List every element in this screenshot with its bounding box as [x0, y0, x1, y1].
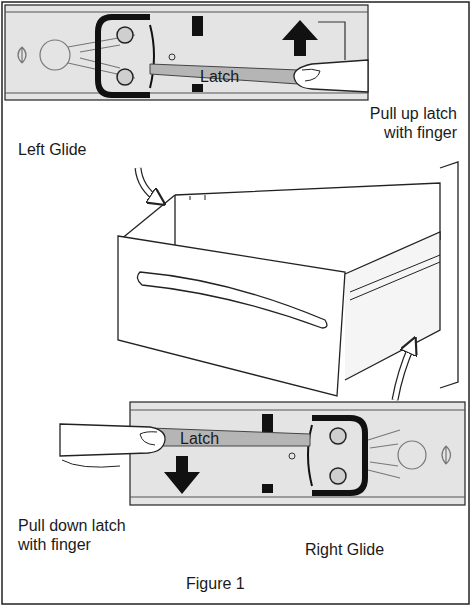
glide-outline	[40, 40, 70, 70]
latch-bar	[150, 428, 310, 446]
rivet	[330, 428, 346, 444]
glide-rail	[350, 255, 440, 300]
detail-panel	[5, 5, 368, 100]
rail-line	[130, 410, 465, 411]
rail-line	[5, 12, 368, 13]
instruction-note: Pull down latch with finger	[18, 516, 148, 554]
screw-hole	[169, 54, 175, 60]
left-glide-detail	[5, 5, 368, 100]
slot	[262, 484, 273, 493]
rail-line	[130, 497, 465, 498]
fingernail	[140, 432, 157, 445]
part-label: Left Glide	[18, 140, 86, 159]
rivet	[330, 468, 346, 484]
detail-panel	[130, 402, 465, 505]
pointer-arrow	[395, 345, 412, 400]
pointer-arrow	[138, 168, 158, 200]
finger	[294, 60, 368, 92]
glide-clip	[98, 17, 150, 95]
instruction-note: Pull up latch with finger	[345, 104, 457, 142]
glide-clip	[150, 25, 154, 88]
finger	[60, 424, 165, 456]
rail-line	[5, 93, 368, 94]
drawer-front	[118, 236, 345, 396]
right-glide-detail	[60, 402, 465, 505]
drawer-side	[345, 232, 440, 380]
finger	[62, 460, 120, 467]
rail-bracket	[318, 22, 345, 60]
rivet	[117, 27, 133, 43]
drawer-box	[175, 183, 440, 240]
pointer-arrow	[395, 345, 412, 400]
direction-arrow	[282, 20, 318, 56]
slot	[192, 16, 203, 36]
fingernail	[302, 69, 320, 81]
cabinet-frame	[440, 162, 458, 388]
part-label: Latch	[180, 429, 219, 448]
figure-caption: Figure 1	[186, 574, 245, 593]
part-label: Latch	[200, 67, 239, 86]
slot	[192, 84, 203, 92]
slot	[262, 414, 273, 434]
glide-clip	[312, 418, 365, 493]
glide-outline	[18, 47, 26, 63]
screw-hole	[289, 453, 295, 459]
drawer-box	[190, 195, 205, 200]
part-label: Right Glide	[305, 540, 384, 559]
rivet	[117, 69, 133, 85]
glide-outline	[442, 446, 451, 464]
drawer-handle	[137, 272, 326, 328]
pointer-arrow	[138, 168, 158, 200]
glide-outline	[368, 430, 400, 478]
glide-outline	[398, 441, 426, 469]
direction-arrow	[164, 456, 200, 494]
drawer-box	[120, 195, 175, 240]
